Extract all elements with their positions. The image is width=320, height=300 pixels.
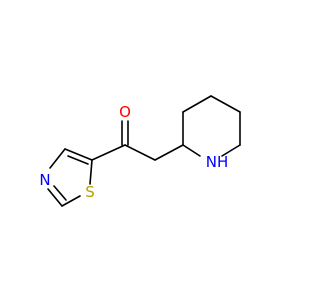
atom-amine-hydrogen: H xyxy=(217,153,228,171)
bond-n3-c2 xyxy=(47,188,63,207)
bond-c5-carbonyl xyxy=(91,144,126,161)
bond-carbonyl-ch2 xyxy=(124,144,156,161)
bond-c4-n3 xyxy=(49,148,66,169)
bond-s1-c5 xyxy=(89,159,93,185)
ketone-linker xyxy=(91,120,184,161)
atom-sulfur: S xyxy=(85,183,95,201)
bond-n3-c2-double xyxy=(53,185,67,201)
bond-c4-c5 xyxy=(210,95,241,113)
bond-c3-c4 xyxy=(182,95,212,113)
thiazole-ring xyxy=(47,148,93,207)
molecule-structure-diagram: O N S N H xyxy=(39,95,241,207)
bond-ch2-c2piperidine xyxy=(154,144,184,161)
bond-c6-n1 xyxy=(221,144,241,157)
bond-c2-s1 xyxy=(61,195,81,207)
piperidine-ring xyxy=(182,95,241,157)
bond-c4-c5 xyxy=(64,148,93,161)
atom-oxygen: O xyxy=(119,103,131,121)
bond-n1-c2 xyxy=(182,144,201,157)
atom-nitrogen-thiazole: N xyxy=(39,171,50,189)
atom-amine-nitrogen: N xyxy=(206,153,217,171)
bond-c4-c5-double xyxy=(67,155,89,165)
